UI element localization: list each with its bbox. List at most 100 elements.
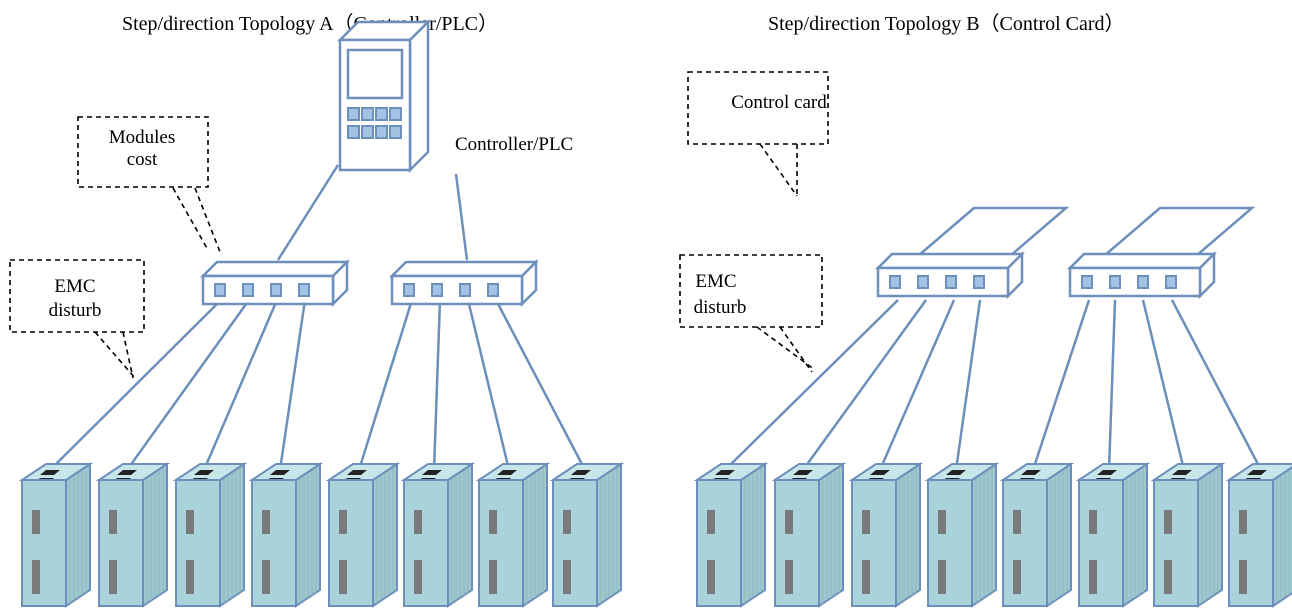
connector-top xyxy=(1172,470,1192,475)
hub-port xyxy=(945,275,957,289)
hub-port xyxy=(403,283,415,297)
driver-slot xyxy=(1164,510,1172,534)
hub-b-2-to-driver-5-line xyxy=(1031,299,1091,471)
driver-a-7 xyxy=(475,462,551,608)
driver-b-2 xyxy=(771,462,847,608)
driver-slot xyxy=(785,510,793,534)
control-card-callout-text: Control card xyxy=(731,92,827,113)
driver-b-6 xyxy=(1075,462,1151,608)
hub-port xyxy=(917,275,929,289)
hub-1-to-driver-3-line xyxy=(202,299,279,471)
driver-slot xyxy=(414,510,422,534)
connection-lines xyxy=(49,164,1263,471)
hub-2-to-driver-8-line xyxy=(494,299,587,471)
hub-1-to-driver-4-line xyxy=(278,299,307,471)
emc-disturb-callout-b-line2: disturb xyxy=(694,297,747,318)
hub-port xyxy=(214,283,226,297)
connector-top xyxy=(1021,470,1041,475)
emc-disturb-callout-a-line2: disturb xyxy=(49,300,102,321)
driver-slot xyxy=(262,560,270,594)
driver-slot xyxy=(563,560,571,594)
driver-b-7 xyxy=(1150,462,1226,608)
driver-a-2 xyxy=(95,462,171,608)
plc-key xyxy=(389,107,402,121)
connector-top xyxy=(194,470,214,475)
connector-top xyxy=(347,470,367,475)
plc-screen xyxy=(346,48,404,100)
driver-slot xyxy=(262,510,270,534)
hub-port xyxy=(1165,275,1177,289)
hub-port xyxy=(1137,275,1149,289)
driver-slot xyxy=(1013,510,1021,534)
driver-slot xyxy=(563,510,571,534)
devices xyxy=(18,18,1292,608)
hub-b-1 xyxy=(874,250,1026,300)
driver-slot xyxy=(1089,510,1097,534)
plc-key xyxy=(375,107,388,121)
hub-port xyxy=(487,283,499,297)
hub-b-1-to-driver-1-line xyxy=(724,299,899,471)
modules-cost-callout-line1: Modules xyxy=(109,127,176,148)
driver-slot xyxy=(938,560,946,594)
plc-controller-icon xyxy=(336,18,432,174)
hub-1-to-driver-2-line xyxy=(125,299,251,471)
hub-1-to-driver-1-line xyxy=(49,299,222,471)
connector-top xyxy=(117,470,137,475)
hub-b-1-to-driver-3-line xyxy=(878,299,956,471)
connector-top xyxy=(40,470,60,475)
hub-port xyxy=(1081,275,1093,289)
driver-slot xyxy=(32,510,40,534)
driver-slot xyxy=(489,560,497,594)
driver-slot xyxy=(1239,510,1247,534)
hub-port xyxy=(973,275,985,289)
modules-cost-callout-line2: cost xyxy=(127,149,158,170)
callout-boxes xyxy=(9,71,829,379)
connector-top xyxy=(422,470,442,475)
emc-disturb-callout-a-line1: EMC xyxy=(54,276,95,297)
hub-port xyxy=(1109,275,1121,289)
driver-slot xyxy=(186,510,194,534)
control-card-icon-2 xyxy=(1100,206,1256,258)
hub-port xyxy=(270,283,282,297)
plc-key xyxy=(361,125,374,139)
driver-slot xyxy=(862,510,870,534)
hub-port xyxy=(298,283,310,297)
hub-port xyxy=(431,283,443,297)
driver-slot xyxy=(785,560,793,594)
driver-a-3 xyxy=(172,462,248,608)
hub-b-2-to-driver-8-line xyxy=(1170,299,1263,471)
driver-slot xyxy=(862,560,870,594)
plc-key xyxy=(375,125,388,139)
driver-a-4 xyxy=(248,462,324,608)
driver-slot xyxy=(938,510,946,534)
modules-cost-callout xyxy=(77,116,221,253)
connector-top xyxy=(715,470,735,475)
driver-slot xyxy=(1013,560,1021,594)
driver-b-8 xyxy=(1225,463,1292,608)
emc-disturb-callout-b-line1: EMC xyxy=(695,271,736,292)
controller-to-hub-1-line xyxy=(276,164,340,261)
control-card-icon-1 xyxy=(914,206,1070,258)
driver-slot xyxy=(339,510,347,534)
hub-b-1-to-driver-2-line xyxy=(801,299,928,471)
driver-b-3 xyxy=(848,462,924,608)
connector-top xyxy=(946,470,966,475)
driver-a-8 xyxy=(549,462,625,608)
hub-a-2 xyxy=(388,258,540,308)
plc-key xyxy=(389,125,402,139)
hub-b-2-to-driver-6-line xyxy=(1107,299,1117,471)
hub-b-2 xyxy=(1066,250,1218,300)
driver-b-5 xyxy=(999,462,1075,608)
hub-a-1 xyxy=(199,258,351,308)
driver-a-6 xyxy=(400,462,476,608)
hub-port xyxy=(242,283,254,297)
hub-b-1-to-driver-4-line xyxy=(954,299,982,471)
driver-slot xyxy=(109,510,117,534)
hub-port xyxy=(889,275,901,289)
driver-a-1 xyxy=(18,462,94,608)
driver-slot xyxy=(186,560,194,594)
hub-b-2-to-driver-7-line xyxy=(1141,299,1186,471)
driver-b-1 xyxy=(693,462,769,608)
driver-slot xyxy=(489,510,497,534)
